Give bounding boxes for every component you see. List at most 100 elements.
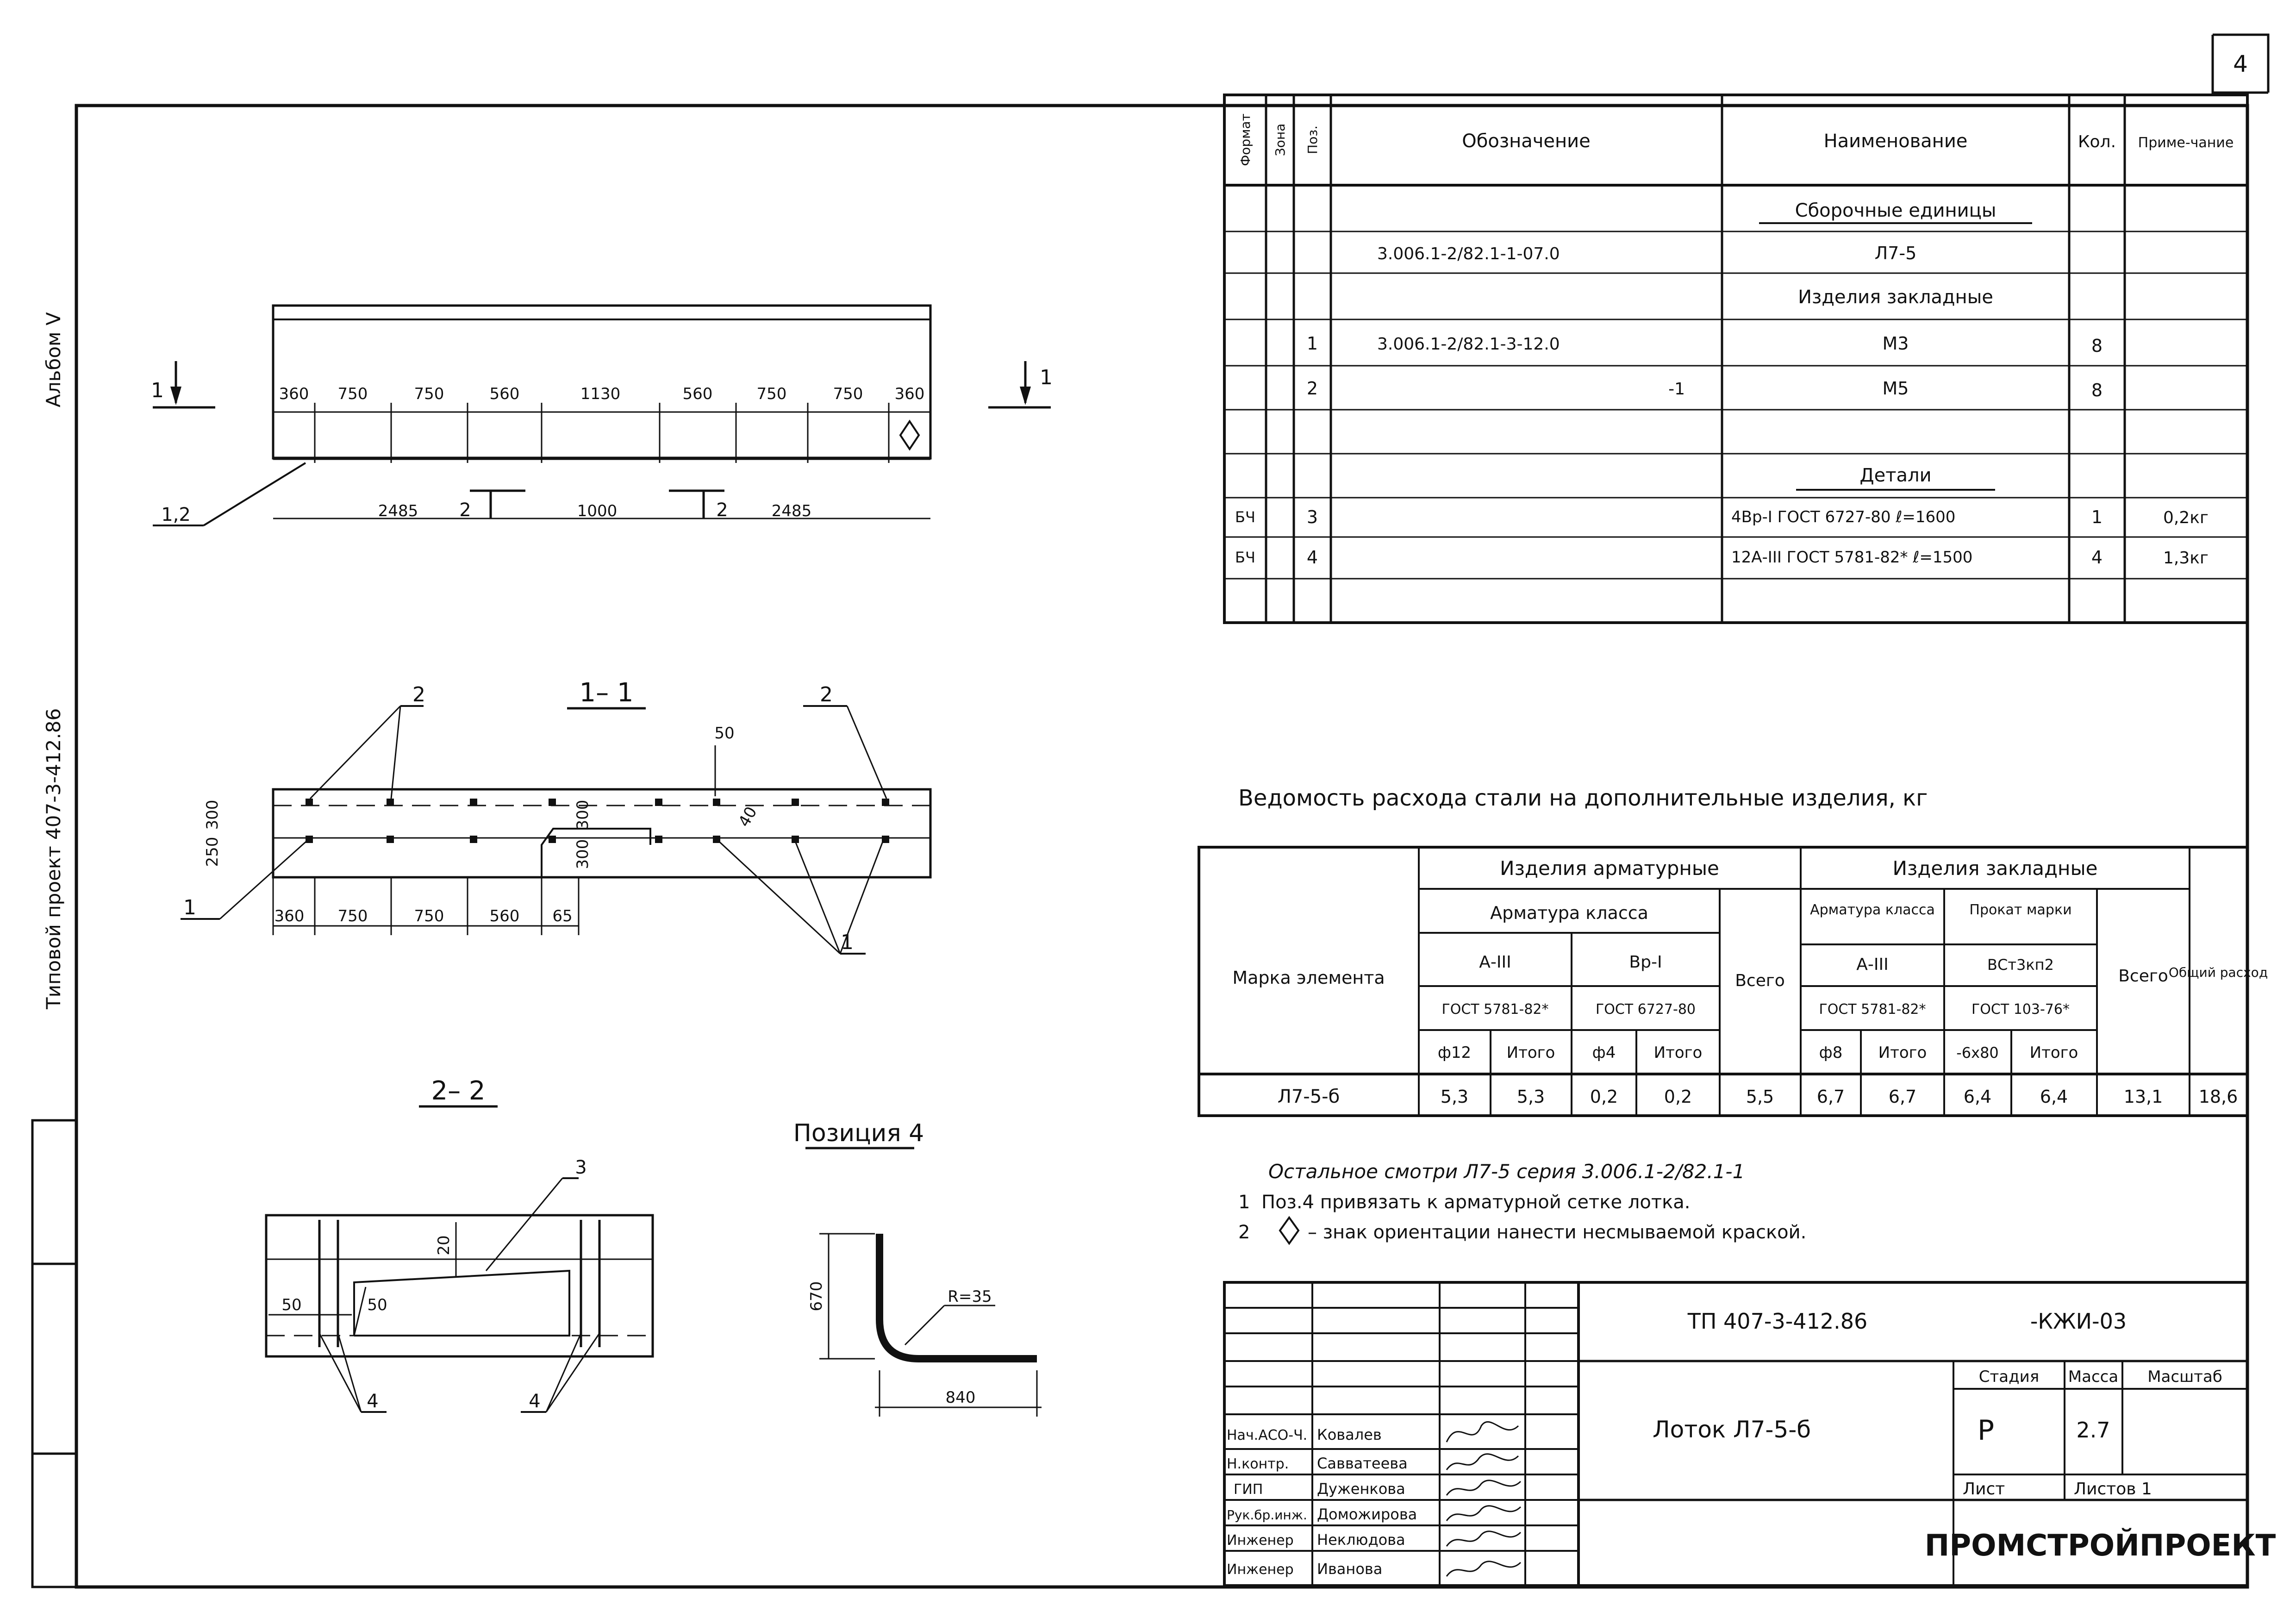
steel-h-prokat: Прокат марки bbox=[1969, 902, 2071, 918]
position-4-height: 670 bbox=[807, 1281, 826, 1312]
position-4-detail: Позиция 4 R=35 670 840 bbox=[793, 1119, 1042, 1417]
signatory-role: Нач.АСО-Ч. bbox=[1227, 1427, 1307, 1443]
section-1-1: 1– 1 360 750 750 560 65 250 300 300 bbox=[181, 678, 932, 955]
signature-mark bbox=[1446, 1505, 1522, 1521]
spec-row-format: БЧ bbox=[1235, 549, 1255, 566]
section-1-dim-inner: 300 bbox=[574, 839, 592, 869]
title-org: ПРОМСТРОЙПРОЕКТ bbox=[1925, 1528, 2276, 1563]
spec-row-name: Изделия закладные bbox=[1798, 287, 1993, 308]
title-name: Лоток Л7-5-б bbox=[1653, 1416, 1811, 1443]
plan-dim-top: 750 bbox=[338, 385, 368, 403]
steel-cell: 0,2 bbox=[1590, 1087, 1618, 1107]
title-mass: 2.7 bbox=[2076, 1418, 2110, 1443]
plan-dim-top: 560 bbox=[490, 385, 520, 403]
steel-cell: 5,5 bbox=[1746, 1087, 1774, 1107]
steel-cell-mark: Л7-5-б bbox=[1278, 1086, 1340, 1107]
steel-h-a3: А-III bbox=[1479, 953, 1511, 972]
note-2-num: 2 bbox=[1238, 1222, 1250, 1243]
spec-row-qty: 4 bbox=[2091, 547, 2103, 568]
spec-row-name: Детали bbox=[1859, 465, 1931, 486]
signatory-role: Инженер bbox=[1227, 1562, 1294, 1578]
steel-h-arm-class2: Арматура класса bbox=[1810, 902, 1935, 918]
steel-h-itogo3: Итого bbox=[1878, 1043, 1927, 1062]
steel-cell: 6,4 bbox=[2040, 1087, 2068, 1107]
spec-row-qty: 1 bbox=[2091, 507, 2103, 527]
section-1-dim-bottom: 360 bbox=[275, 907, 305, 925]
spec-row-designation: 3.006.1-2/82.1-3-12.0 bbox=[1377, 335, 1560, 354]
position-4-length: 840 bbox=[946, 1388, 976, 1407]
section-1-callout-top-right: 2 bbox=[820, 683, 833, 706]
signatory-name: Савватеева bbox=[1317, 1455, 1408, 1472]
steel-h-itogo: Итого bbox=[1507, 1043, 1555, 1062]
steel-table: Ведомость расхода стали на дополнительны… bbox=[1198, 785, 2268, 1117]
spec-table: Формат Зона Поз. Обозначение Наименовани… bbox=[1223, 94, 2249, 624]
steel-h-arm-class: Арматура класса bbox=[1490, 903, 1648, 923]
steel-h-gost6727: ГОСТ 6727-80 bbox=[1596, 1001, 1696, 1018]
plan-dim-top: 1130 bbox=[580, 385, 621, 403]
steel-h-d4: ф4 bbox=[1592, 1043, 1616, 1062]
section-1-dim-diag: 40 bbox=[735, 804, 761, 830]
steel-cell: 5,3 bbox=[1441, 1087, 1468, 1107]
section-2-callout-top: 3 bbox=[575, 1157, 586, 1178]
signatory-role: ГИП bbox=[1234, 1481, 1263, 1498]
signatory-name: Доможирова bbox=[1317, 1505, 1417, 1523]
spec-row-name: М3 bbox=[1883, 333, 1909, 354]
steel-cell: 6,4 bbox=[1964, 1087, 1991, 1107]
section-mark-1-left: 1 bbox=[151, 379, 164, 402]
steel-h-d8: ф8 bbox=[1819, 1043, 1843, 1062]
steel-h-6x80: -6х80 bbox=[1956, 1044, 1999, 1062]
cut-mark-2-left: 2 bbox=[459, 500, 471, 521]
position-4-title: Позиция 4 bbox=[793, 1119, 924, 1147]
spec-header-note: Приме-чание bbox=[2138, 135, 2234, 151]
signature-mark bbox=[1446, 1453, 1519, 1470]
spec-row-pos: 1 bbox=[1307, 333, 1318, 354]
spec-row-name: Л7-5 bbox=[1875, 243, 1917, 263]
spec-row-qty: 8 bbox=[2091, 336, 2103, 356]
spec-row-format: БЧ bbox=[1235, 508, 1255, 526]
plan-dim-bottom: 1000 bbox=[577, 502, 618, 520]
signatory-role: Рук.бр.инж. bbox=[1227, 1507, 1307, 1523]
title-mass-header: Масса bbox=[2068, 1368, 2118, 1386]
spec-header-format: Формат bbox=[1238, 113, 1253, 166]
steel-h-arm-products: Изделия арматурные bbox=[1500, 857, 1719, 880]
title-scale-header: Масштаб bbox=[2147, 1368, 2222, 1386]
steel-h-itogo4: Итого bbox=[2030, 1043, 2078, 1062]
steel-h-gost5781b: ГОСТ 5781-82* bbox=[1819, 1001, 1926, 1018]
steel-h-emb-products: Изделия закладные bbox=[1893, 857, 2098, 880]
signatory-name: Дуженкова bbox=[1317, 1480, 1405, 1498]
title-block: ТП 407-3-412.86 -КЖИ-03 Лоток Л7-5-б Ста… bbox=[1223, 1281, 2276, 1587]
spec-header-qty: Кол. bbox=[2078, 132, 2116, 151]
section-2-2-title: 2– 2 bbox=[431, 1076, 485, 1106]
title-sheet-header: Лист bbox=[1963, 1480, 2005, 1499]
steel-h-total2: Всего bbox=[2118, 967, 2168, 986]
section-2-2: 2– 2 50 50 20 3 4 4 bbox=[265, 1076, 654, 1413]
steel-cell: 18,6 bbox=[2199, 1087, 2238, 1107]
section-1-dim-bottom: 750 bbox=[414, 907, 444, 925]
section-2-dim-20: 20 bbox=[435, 1235, 453, 1255]
plan-callout: 1,2 bbox=[161, 504, 191, 525]
title-code-suffix: -КЖИ-03 bbox=[2030, 1309, 2127, 1334]
signature-mark bbox=[1446, 1530, 1522, 1547]
steel-h-total: Всего bbox=[1735, 971, 1785, 990]
spec-row-name: Сборочные единицы bbox=[1795, 200, 1997, 221]
spec-row-designation: -1 bbox=[1668, 380, 1685, 399]
note-line-0: Остальное смотри Л7-5 серия 3.006.1-2/82… bbox=[1268, 1160, 1745, 1183]
steel-cell: 6,7 bbox=[1817, 1087, 1845, 1107]
section-1-1-title: 1– 1 bbox=[579, 678, 633, 708]
orientation-sign-icon bbox=[1279, 1216, 1300, 1245]
steel-h-itogo2: Итого bbox=[1654, 1043, 1703, 1062]
note-2-text: – знак ориентации нанести несмываемой кр… bbox=[1308, 1222, 1806, 1243]
steel-cell: 0,2 bbox=[1664, 1087, 1692, 1107]
spec-row-pos: 4 bbox=[1307, 547, 1318, 568]
section-2-dim-50-left: 50 bbox=[281, 1296, 301, 1314]
signatory-role: Н.контр. bbox=[1227, 1456, 1289, 1472]
plan-dim-top: 750 bbox=[833, 385, 863, 403]
section-2-label-bottom-right: 4 bbox=[529, 1391, 540, 1412]
steel-cell: 13,1 bbox=[2124, 1087, 2163, 1107]
steel-h-overall: Общий расход bbox=[2169, 965, 2268, 980]
spec-row-name: 4Вр-I ГОСТ 6727-80 ℓ=1600 bbox=[1731, 508, 1955, 526]
spec-row-pos: 2 bbox=[1307, 378, 1318, 399]
spec-row-note: 0,2кг bbox=[2163, 508, 2209, 527]
spec-header-designation: Обозначение bbox=[1462, 131, 1591, 152]
spec-row-note: 1,3кг bbox=[2163, 549, 2209, 568]
